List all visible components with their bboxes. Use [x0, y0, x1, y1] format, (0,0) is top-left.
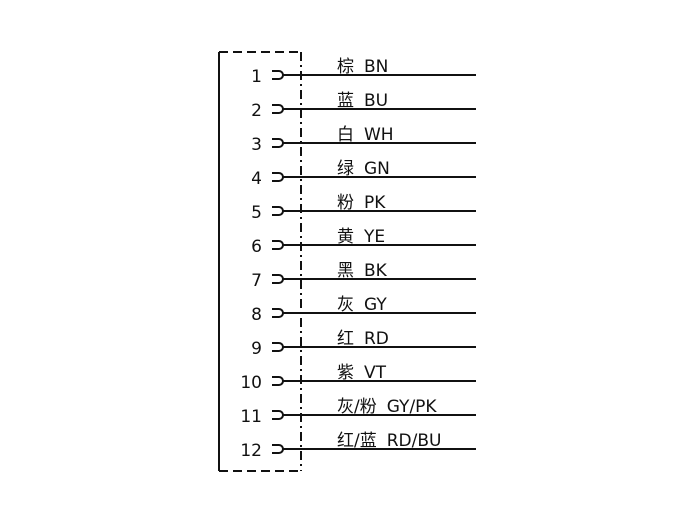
pin-number: 9 — [251, 339, 262, 359]
pin-row-11: 11 灰/粉 GY/PK — [240, 397, 476, 427]
wire-color-code: VT — [364, 363, 387, 383]
wire-color-label: 绿 GN — [337, 159, 390, 179]
wire-color-code: RD/BU — [387, 431, 442, 451]
pin-number: 8 — [251, 305, 262, 325]
wire-color-cn: 白 — [337, 125, 354, 145]
connector-housing — [218, 51, 302, 472]
pin-number: 1 — [251, 67, 262, 87]
wire-color-label: 红/蓝 RD/BU — [337, 431, 441, 451]
wire-color-code: GY/PK — [387, 397, 438, 417]
pin-number: 12 — [240, 441, 262, 461]
wire-color-code: BN — [364, 57, 388, 77]
pin-row-4: 4 绿 GN — [251, 159, 476, 189]
wire-color-cn: 粉 — [337, 193, 354, 213]
wire-color-cn: 灰 — [337, 295, 354, 315]
wire-color-label: 紫 VT — [337, 363, 387, 383]
wire-color-code: WH — [364, 125, 394, 145]
wire-color-cn: 红/蓝 — [337, 431, 377, 451]
wire-color-code: GY — [364, 295, 387, 315]
pin-row-6: 6 黄 YE — [251, 227, 476, 257]
wire-color-label: 白 WH — [337, 125, 394, 145]
pin-row-7: 7 黑 BK — [251, 261, 476, 291]
wire-color-label: 灰/粉 GY/PK — [337, 397, 437, 417]
pin-row-2: 2 蓝 BU — [251, 91, 476, 121]
wire-color-cn: 绿 — [337, 159, 354, 179]
wire-color-label: 黑 BK — [337, 261, 388, 281]
pin-number: 7 — [251, 271, 262, 291]
wire-color-code: BU — [364, 91, 388, 111]
wire-color-label: 蓝 BU — [337, 91, 388, 111]
pin-number: 2 — [251, 101, 262, 121]
wire-color-label: 粉 PK — [337, 193, 386, 213]
pin-row-10: 10 紫 VT — [240, 363, 476, 393]
wire-color-cn: 黄 — [337, 227, 354, 247]
wire-color-label: 黄 YE — [337, 227, 385, 247]
pin-row-9: 9 红 RD — [251, 329, 476, 359]
pin-number: 5 — [251, 203, 262, 223]
wire-color-cn: 黑 — [337, 261, 354, 281]
wire-color-label: 红 RD — [337, 329, 389, 349]
pin-row-1: 1 棕 BN — [251, 57, 476, 87]
wire-color-cn: 蓝 — [337, 91, 354, 111]
wire-color-cn: 紫 — [337, 363, 354, 383]
pin-row-5: 5 粉 PK — [251, 193, 476, 223]
wire-color-code: RD — [364, 329, 389, 349]
wire-color-label: 棕 BN — [337, 57, 388, 77]
pin-number: 11 — [240, 407, 262, 427]
pin-row-12: 12 红/蓝 RD/BU — [240, 431, 476, 461]
wire-color-code: GN — [364, 159, 390, 179]
wire-color-label: 灰 GY — [337, 295, 387, 315]
pin-number: 3 — [251, 135, 262, 155]
pin-row-8: 8 灰 GY — [251, 295, 476, 325]
wire-color-cn: 灰/粉 — [337, 397, 377, 417]
wire-color-code: PK — [364, 193, 386, 213]
wire-color-code: YE — [363, 227, 385, 247]
wire-color-code: BK — [364, 261, 388, 281]
pin-number: 6 — [251, 237, 262, 257]
wire-color-cn: 棕 — [337, 57, 354, 77]
pin-number: 4 — [251, 169, 262, 189]
wire-color-cn: 红 — [337, 329, 354, 349]
pin-row-3: 3 白 WH — [251, 125, 476, 155]
pin-number: 10 — [240, 373, 262, 393]
